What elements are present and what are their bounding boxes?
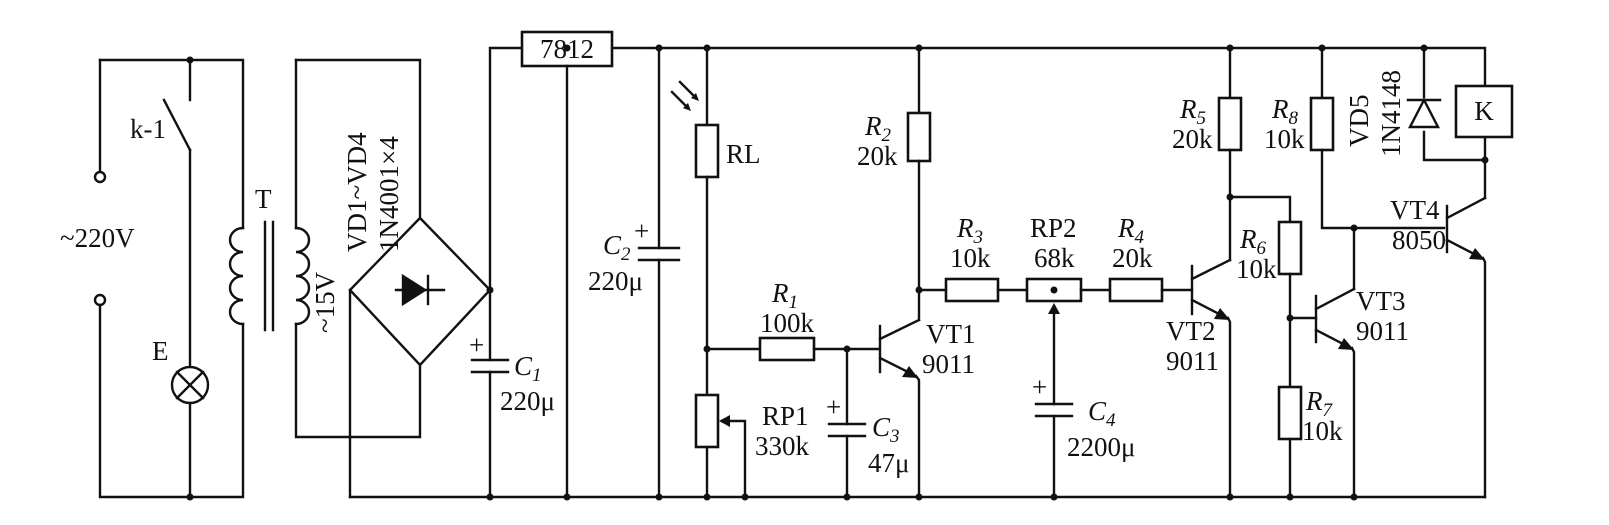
- r2-value: 20k: [857, 141, 898, 171]
- rp2-label: RP2: [1030, 213, 1077, 243]
- vt4-label: VT4: [1390, 195, 1440, 225]
- r8-value: 10k: [1264, 124, 1305, 154]
- potentiometer-rp1: RP1 330k: [694, 393, 810, 499]
- capacitor-c2: + C2 220μ: [588, 46, 681, 499]
- r5-value: 20k: [1172, 124, 1213, 154]
- c4-value: 2200μ: [1067, 432, 1135, 462]
- diode-vd5: VD5 1N4148: [1344, 46, 1487, 162]
- svg-text:R4: R4: [1117, 213, 1145, 248]
- lamp-label: E: [152, 336, 169, 366]
- bridge-part-label: 1N4001×4: [374, 136, 404, 252]
- capacitor-c3: + C3 47μ: [826, 347, 909, 499]
- relay-k: K: [1454, 84, 1514, 139]
- resistor-r7: R7 10k: [1277, 385, 1343, 499]
- r1-value: 100k: [760, 308, 815, 338]
- svg-text:R6: R6: [1239, 224, 1267, 259]
- resistor-r5: R5 20k: [1172, 46, 1243, 262]
- rl-label: RL: [726, 139, 761, 169]
- r3-value: 10k: [950, 243, 991, 273]
- vt2-label: VT2: [1166, 316, 1216, 346]
- svg-text:R1: R1: [771, 278, 798, 313]
- vd5-part: 1N4148: [1376, 70, 1406, 157]
- resistor-r4: R4 20k: [1108, 213, 1194, 303]
- resistor-r6: R6 10k: [1228, 195, 1303, 389]
- r4-value: 20k: [1112, 243, 1153, 273]
- regulated-rail: [610, 46, 1487, 105]
- svg-text:+: +: [826, 392, 841, 422]
- transformer-secondary-label: ~15V: [310, 271, 340, 333]
- resistor-r8: R8 10k: [1264, 46, 1446, 230]
- transistor-vt2: VT2 9011: [1166, 258, 1232, 499]
- rp1-label: RP1: [762, 401, 809, 431]
- svg-text:R5: R5: [1179, 94, 1206, 129]
- resistor-r3: R3 10k: [917, 213, 1029, 303]
- svg-text:C2: C2: [603, 230, 631, 265]
- bridge-name-label: VD1~VD4: [342, 132, 372, 252]
- vd5-label: VD5: [1344, 95, 1374, 148]
- capacitor-c4: + C4 2200μ: [1032, 372, 1135, 499]
- svg-text:C3: C3: [872, 412, 900, 447]
- capacitor-c1: + C1 220μ: [469, 288, 555, 499]
- relay-label: K: [1474, 96, 1494, 126]
- svg-text:R3: R3: [956, 213, 983, 248]
- svg-text:+: +: [634, 216, 649, 246]
- svg-text:C4: C4: [1088, 396, 1116, 431]
- transistor-vt1: VT1 9011: [878, 288, 976, 499]
- svg-text:R2: R2: [864, 111, 892, 146]
- vt1-label: VT1: [926, 319, 976, 349]
- svg-text:+: +: [469, 330, 484, 360]
- c1-value: 220μ: [500, 386, 555, 416]
- positive-rail: [488, 46, 524, 292]
- relay-contact-k1: k-1: [130, 58, 192, 367]
- resistor-r2: R2 20k: [857, 46, 932, 292]
- vt3-part: 9011: [1356, 316, 1409, 346]
- mains-input: ~220V: [60, 58, 192, 499]
- vt1-part: 9011: [922, 349, 975, 379]
- relay-contact-label: k-1: [130, 114, 166, 144]
- lamp-e: E: [152, 336, 210, 499]
- resistor-r1: R1 100k: [705, 278, 880, 362]
- junction-dots: [186, 44, 1489, 501]
- r6-value: 10k: [1236, 254, 1277, 284]
- photoresistor-rl: RL: [670, 46, 761, 397]
- transistor-vt4: VT4 8050: [1390, 135, 1487, 499]
- vt4-part: 8050: [1392, 225, 1446, 255]
- rp1-value: 330k: [755, 431, 810, 461]
- vt2-part: 9011: [1166, 346, 1219, 376]
- regulator-7812: 7812: [520, 30, 614, 499]
- mains-voltage-label: ~220V: [60, 223, 135, 253]
- r7-value: 10k: [1302, 416, 1343, 446]
- rp2-value: 68k: [1034, 243, 1075, 273]
- c3-value: 47μ: [868, 448, 909, 478]
- svg-text:R8: R8: [1271, 94, 1299, 129]
- bridge-rectifier: VD1~VD4 1N4001×4: [342, 132, 492, 499]
- svg-text:+: +: [1032, 372, 1047, 402]
- svg-text:C1: C1: [514, 351, 542, 386]
- transformer-label: T: [255, 184, 272, 214]
- vt3-label: VT3: [1356, 286, 1406, 316]
- transformer-t: T ~15V: [188, 58, 422, 499]
- svg-text:R7: R7: [1305, 386, 1334, 421]
- transistor-vt3: VT3 9011: [1288, 226, 1409, 499]
- c2-value: 220μ: [588, 266, 643, 296]
